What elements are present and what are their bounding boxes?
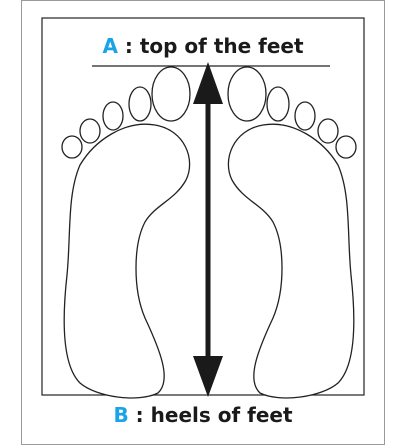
bottom-label-letter: B (113, 403, 128, 427)
left-foot-icon (62, 67, 190, 398)
right-foot-icon (228, 67, 356, 398)
bottom-label: B : heels of feet (0, 403, 406, 427)
top-label-letter: A (102, 34, 117, 58)
double-headed-arrow-icon (193, 62, 223, 397)
top-label-text: : top of the feet (118, 34, 304, 58)
top-label: A : top of the feet (0, 34, 406, 58)
bottom-label-text: : heels of feet (129, 403, 293, 427)
